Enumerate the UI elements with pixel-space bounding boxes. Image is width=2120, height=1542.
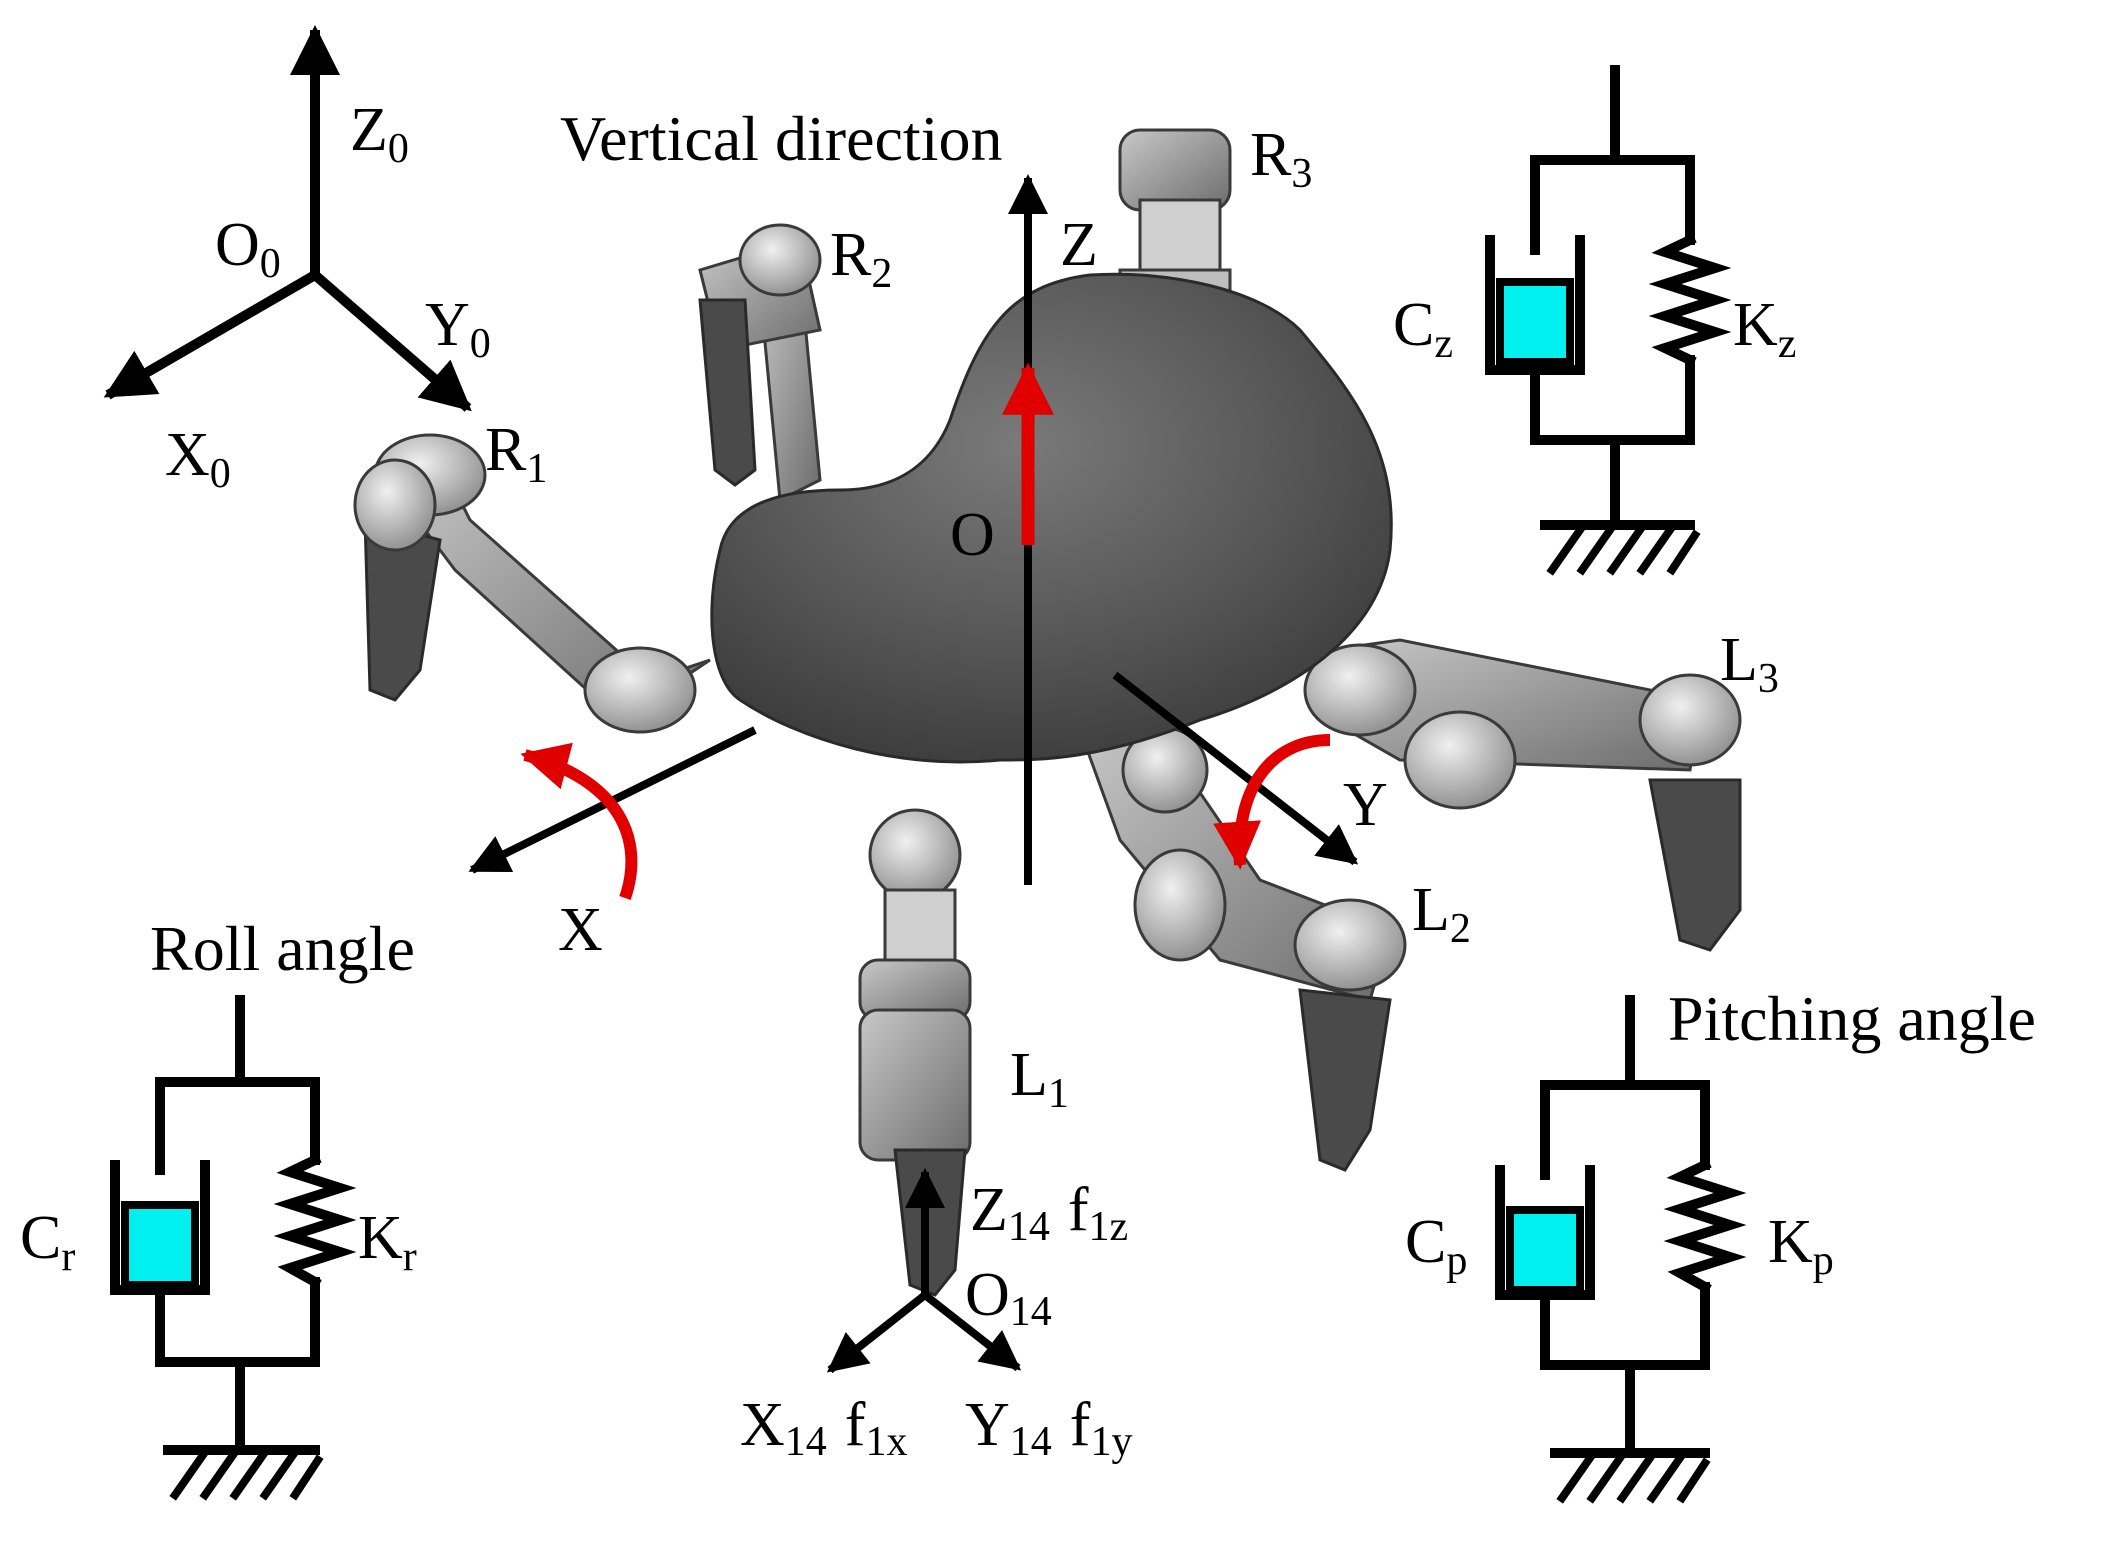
body-y-label: Y	[1343, 771, 1388, 839]
world-y-label: Y0	[425, 291, 491, 367]
leg-r2	[698, 223, 822, 503]
leg-labels: R1 R2 R3 L1 L2 L3	[485, 121, 1779, 1117]
world-x-label: X0	[165, 421, 231, 497]
leg-r1	[353, 433, 711, 734]
spring-p-icon	[1663, 1158, 1747, 1294]
pitch-angle-label: Pitching angle	[1668, 983, 2036, 1054]
foot-origin-label: O14	[965, 1261, 1052, 1335]
world-origin-label: O0	[215, 211, 281, 287]
damper-z-icon	[1485, 235, 1585, 375]
damper-r-piston	[121, 1201, 199, 1289]
body-x-label: X	[558, 896, 603, 964]
cr-label: Cr	[20, 1204, 75, 1280]
kr-label: Kr	[358, 1204, 417, 1280]
world-z-label: Z0	[350, 96, 409, 172]
leg-r3-label: R3	[1250, 121, 1312, 197]
pitch-rotation-arrow	[1213, 734, 1331, 870]
kz-label: Kz	[1733, 291, 1796, 367]
cp-label: Cp	[1405, 1208, 1467, 1284]
damper-p-icon	[1495, 1165, 1595, 1300]
leg-l2-label: L2	[1412, 876, 1471, 952]
leg-r1-label: R1	[485, 416, 547, 492]
leg-l3-label: L3	[1720, 626, 1779, 702]
robot-body	[710, 272, 1393, 764]
body-y-axis	[1112, 671, 1359, 866]
spring-damper-z	[1485, 65, 1732, 576]
roll-rotation-arrow	[520, 742, 638, 900]
vertical-direction-label: Vertical direction	[560, 103, 1002, 174]
damper-z-piston	[1496, 278, 1574, 366]
body-z-label: Z	[1060, 211, 1098, 279]
damper-r-icon	[110, 1160, 210, 1295]
body-origin-label: O	[950, 501, 995, 569]
leg-l1	[858, 808, 972, 1297]
world-x-axis	[103, 270, 318, 400]
spring-damper-p	[1495, 995, 1747, 1504]
cz-label: Cz	[1393, 291, 1453, 367]
world-frame: Z0 O0 Y0 X0	[103, 25, 491, 497]
kp-label: Kp	[1768, 1208, 1834, 1284]
leg-l1-label: L1	[1010, 1041, 1069, 1117]
spring-r-icon	[273, 1153, 357, 1289]
roll-angle-label: Roll angle	[150, 913, 415, 984]
leg-r3	[1118, 128, 1232, 302]
foot-x-axis	[826, 1291, 928, 1374]
robot-legs	[353, 128, 1742, 1297]
spring-damper-r	[110, 995, 357, 1501]
world-y-axis	[311, 271, 472, 412]
spring-z-icon	[1648, 233, 1732, 367]
damper-p-piston	[1506, 1206, 1584, 1294]
leg-r2-label: R2	[830, 221, 892, 297]
foot-y-axis	[922, 1291, 1022, 1372]
leg-l3	[1303, 638, 1742, 952]
